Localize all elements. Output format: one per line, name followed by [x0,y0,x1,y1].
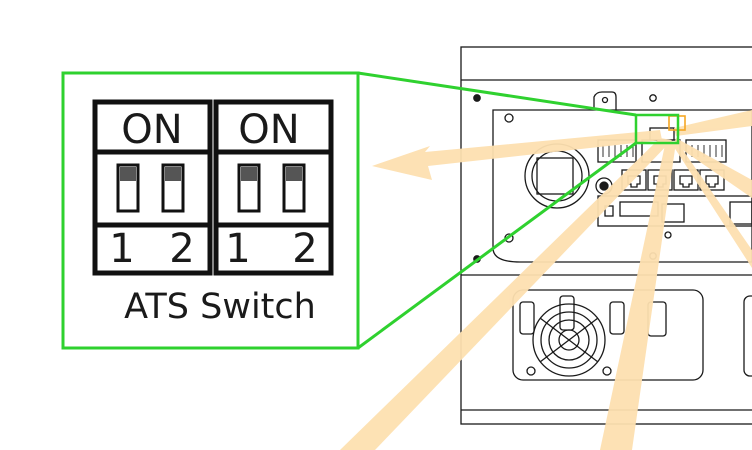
dip-on-label: ON [238,107,299,153]
mounting-bracket [593,91,617,110]
dip-lever-knob [286,167,302,181]
beam-right-down [674,138,752,198]
dip-lever-knob [241,167,257,181]
lower-connector [729,201,752,225]
dip-on-label: ON [121,107,182,153]
fan-screw [526,366,536,376]
panel-screw [664,231,672,239]
small-chip [604,205,614,217]
beam-right-up [674,110,752,136]
fan-screw [602,366,612,376]
cable-gland [519,301,535,335]
screw [473,94,481,102]
dip-switch-housing [92,99,213,276]
dip-switch-2: ON 1 2 [213,99,334,276]
beam-bottom-left [340,138,672,450]
fan-strut [539,317,599,363]
fan-outer [532,303,606,377]
round-gauge-window [536,157,574,195]
callout-leader-bottom [357,141,637,350]
dip-position-label: 1 [225,226,250,272]
highlight-beams [340,110,752,450]
fan-bay [512,289,704,381]
screw [649,94,657,102]
dip-switch-1: ON 1 2 [92,99,213,276]
dip-switch-housing [213,99,334,276]
beam-bottom-center [600,140,676,450]
bracket-hole [601,96,609,104]
side-handle [743,295,752,377]
dip-position-label: 1 [109,226,134,272]
dip-position-label: 2 [292,226,317,272]
cable-gland [609,301,625,335]
panel-screw [504,113,514,123]
antenna-port-core [599,181,609,191]
callout-label: ATS Switch [124,287,316,327]
dip-position-label: 2 [169,226,194,272]
dip-lever-knob [120,167,136,181]
callout-source-frame [634,113,680,145]
beam-left-arrow [372,130,662,180]
beam-right-low [672,140,752,268]
callout-zoom: ON 1 2 ON 1 2 ATS Switch [61,71,680,350]
callout-leader-top [357,71,637,117]
dip-lever-knob [165,167,181,181]
fan-ring-2 [548,319,590,361]
cable-gland [559,295,575,331]
fan-ring-1 [540,311,598,369]
inverter-device [460,46,752,425]
